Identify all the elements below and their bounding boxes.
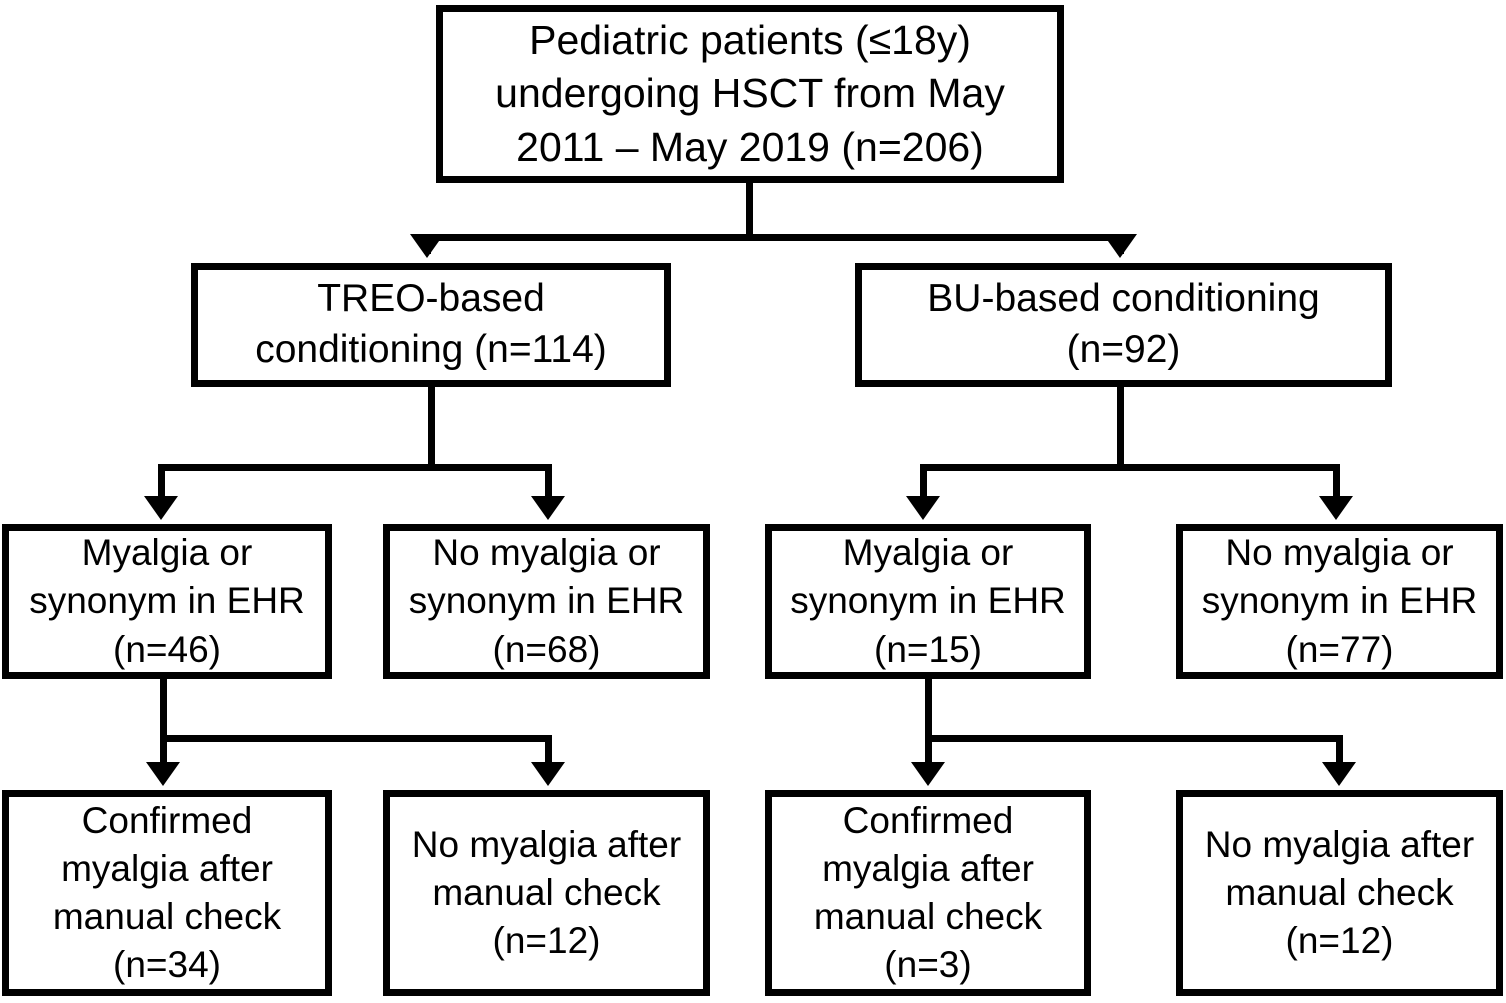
edge-treo-bus: [158, 464, 552, 471]
arrowhead-bu-myalgia-to-confirmed: [911, 762, 945, 786]
node-treo-myalgia: Myalgia or synonym in EHR (n=46): [2, 524, 332, 679]
edge-treo-stem: [428, 387, 435, 471]
edge-bu-to-myalgia-drop: [920, 464, 927, 500]
edge-treo-myalgia-stem: [160, 679, 167, 767]
node-root: Pediatric patients (≤18y) undergoing HSC…: [436, 5, 1064, 183]
edge-root-bus: [424, 234, 1124, 241]
node-bu-myalgia-label: Myalgia or synonym in EHR (n=15): [790, 532, 1066, 670]
node-treo-no-myalgia-label: No myalgia or synonym in EHR (n=68): [408, 532, 685, 670]
node-bu-confirmed: Confirmed myalgia after manual check (n=…: [765, 790, 1091, 996]
edge-bu-to-no-myalgia-drop: [1333, 464, 1340, 500]
edge-bu-myalgia-stem: [925, 679, 932, 767]
node-treo-no-myalgia: No myalgia or synonym in EHR (n=68): [383, 524, 710, 679]
arrowhead-treo-to-myalgia: [144, 496, 178, 520]
arrowhead-root-to-bu: [1103, 234, 1137, 258]
node-bu-no-myalgia-label: No myalgia or synonym in EHR (n=77): [1201, 532, 1478, 670]
node-bu-rejected: No myalgia after manual check (n=12): [1176, 790, 1503, 996]
node-treo-rejected-label: No myalgia after manual check (n=12): [411, 823, 682, 962]
node-treo-rejected: No myalgia after manual check (n=12): [383, 790, 710, 996]
node-bu-rejected-label: No myalgia after manual check (n=12): [1204, 823, 1475, 962]
node-bu-confirmed-label: Confirmed myalgia after manual check (n=…: [813, 799, 1043, 986]
edge-treo-myalgia-bus: [160, 735, 552, 742]
edge-root-stem: [746, 183, 753, 241]
edge-treo-myalgia-right-drop: [545, 735, 552, 765]
edge-bu-myalgia-right-drop: [1336, 735, 1343, 765]
edge-treo-to-myalgia-drop: [158, 464, 165, 500]
node-treo-confirmed-label: Confirmed myalgia after manual check (n=…: [52, 799, 282, 986]
node-treo-myalgia-label: Myalgia or synonym in EHR (n=46): [29, 532, 305, 670]
arrowhead-treo-to-no-myalgia: [531, 496, 565, 520]
edge-treo-to-no-myalgia-drop: [545, 464, 552, 500]
edge-bu-bus: [920, 464, 1340, 471]
node-root-label: Pediatric patients (≤18y) undergoing HSC…: [495, 17, 1005, 170]
node-treo-label: TREO-based conditioning (n=114): [255, 277, 607, 371]
node-treo: TREO-based conditioning (n=114): [191, 263, 671, 387]
node-treo-confirmed: Confirmed myalgia after manual check (n=…: [2, 790, 332, 996]
arrowhead-bu-myalgia-to-rejected: [1322, 762, 1356, 786]
arrowhead-treo-myalgia-to-rejected: [531, 762, 565, 786]
arrowhead-bu-to-myalgia: [906, 496, 940, 520]
arrowhead-bu-to-no-myalgia: [1319, 496, 1353, 520]
node-bu: BU-based conditioning (n=92): [855, 263, 1392, 387]
arrowhead-treo-myalgia-to-confirmed: [146, 762, 180, 786]
node-bu-myalgia: Myalgia or synonym in EHR (n=15): [765, 524, 1091, 679]
edge-bu-stem: [1117, 387, 1124, 471]
arrowhead-root-to-treo: [410, 234, 444, 258]
node-bu-no-myalgia: No myalgia or synonym in EHR (n=77): [1176, 524, 1503, 679]
node-bu-label: BU-based conditioning (n=92): [927, 277, 1320, 371]
edge-bu-myalgia-bus: [925, 735, 1343, 742]
